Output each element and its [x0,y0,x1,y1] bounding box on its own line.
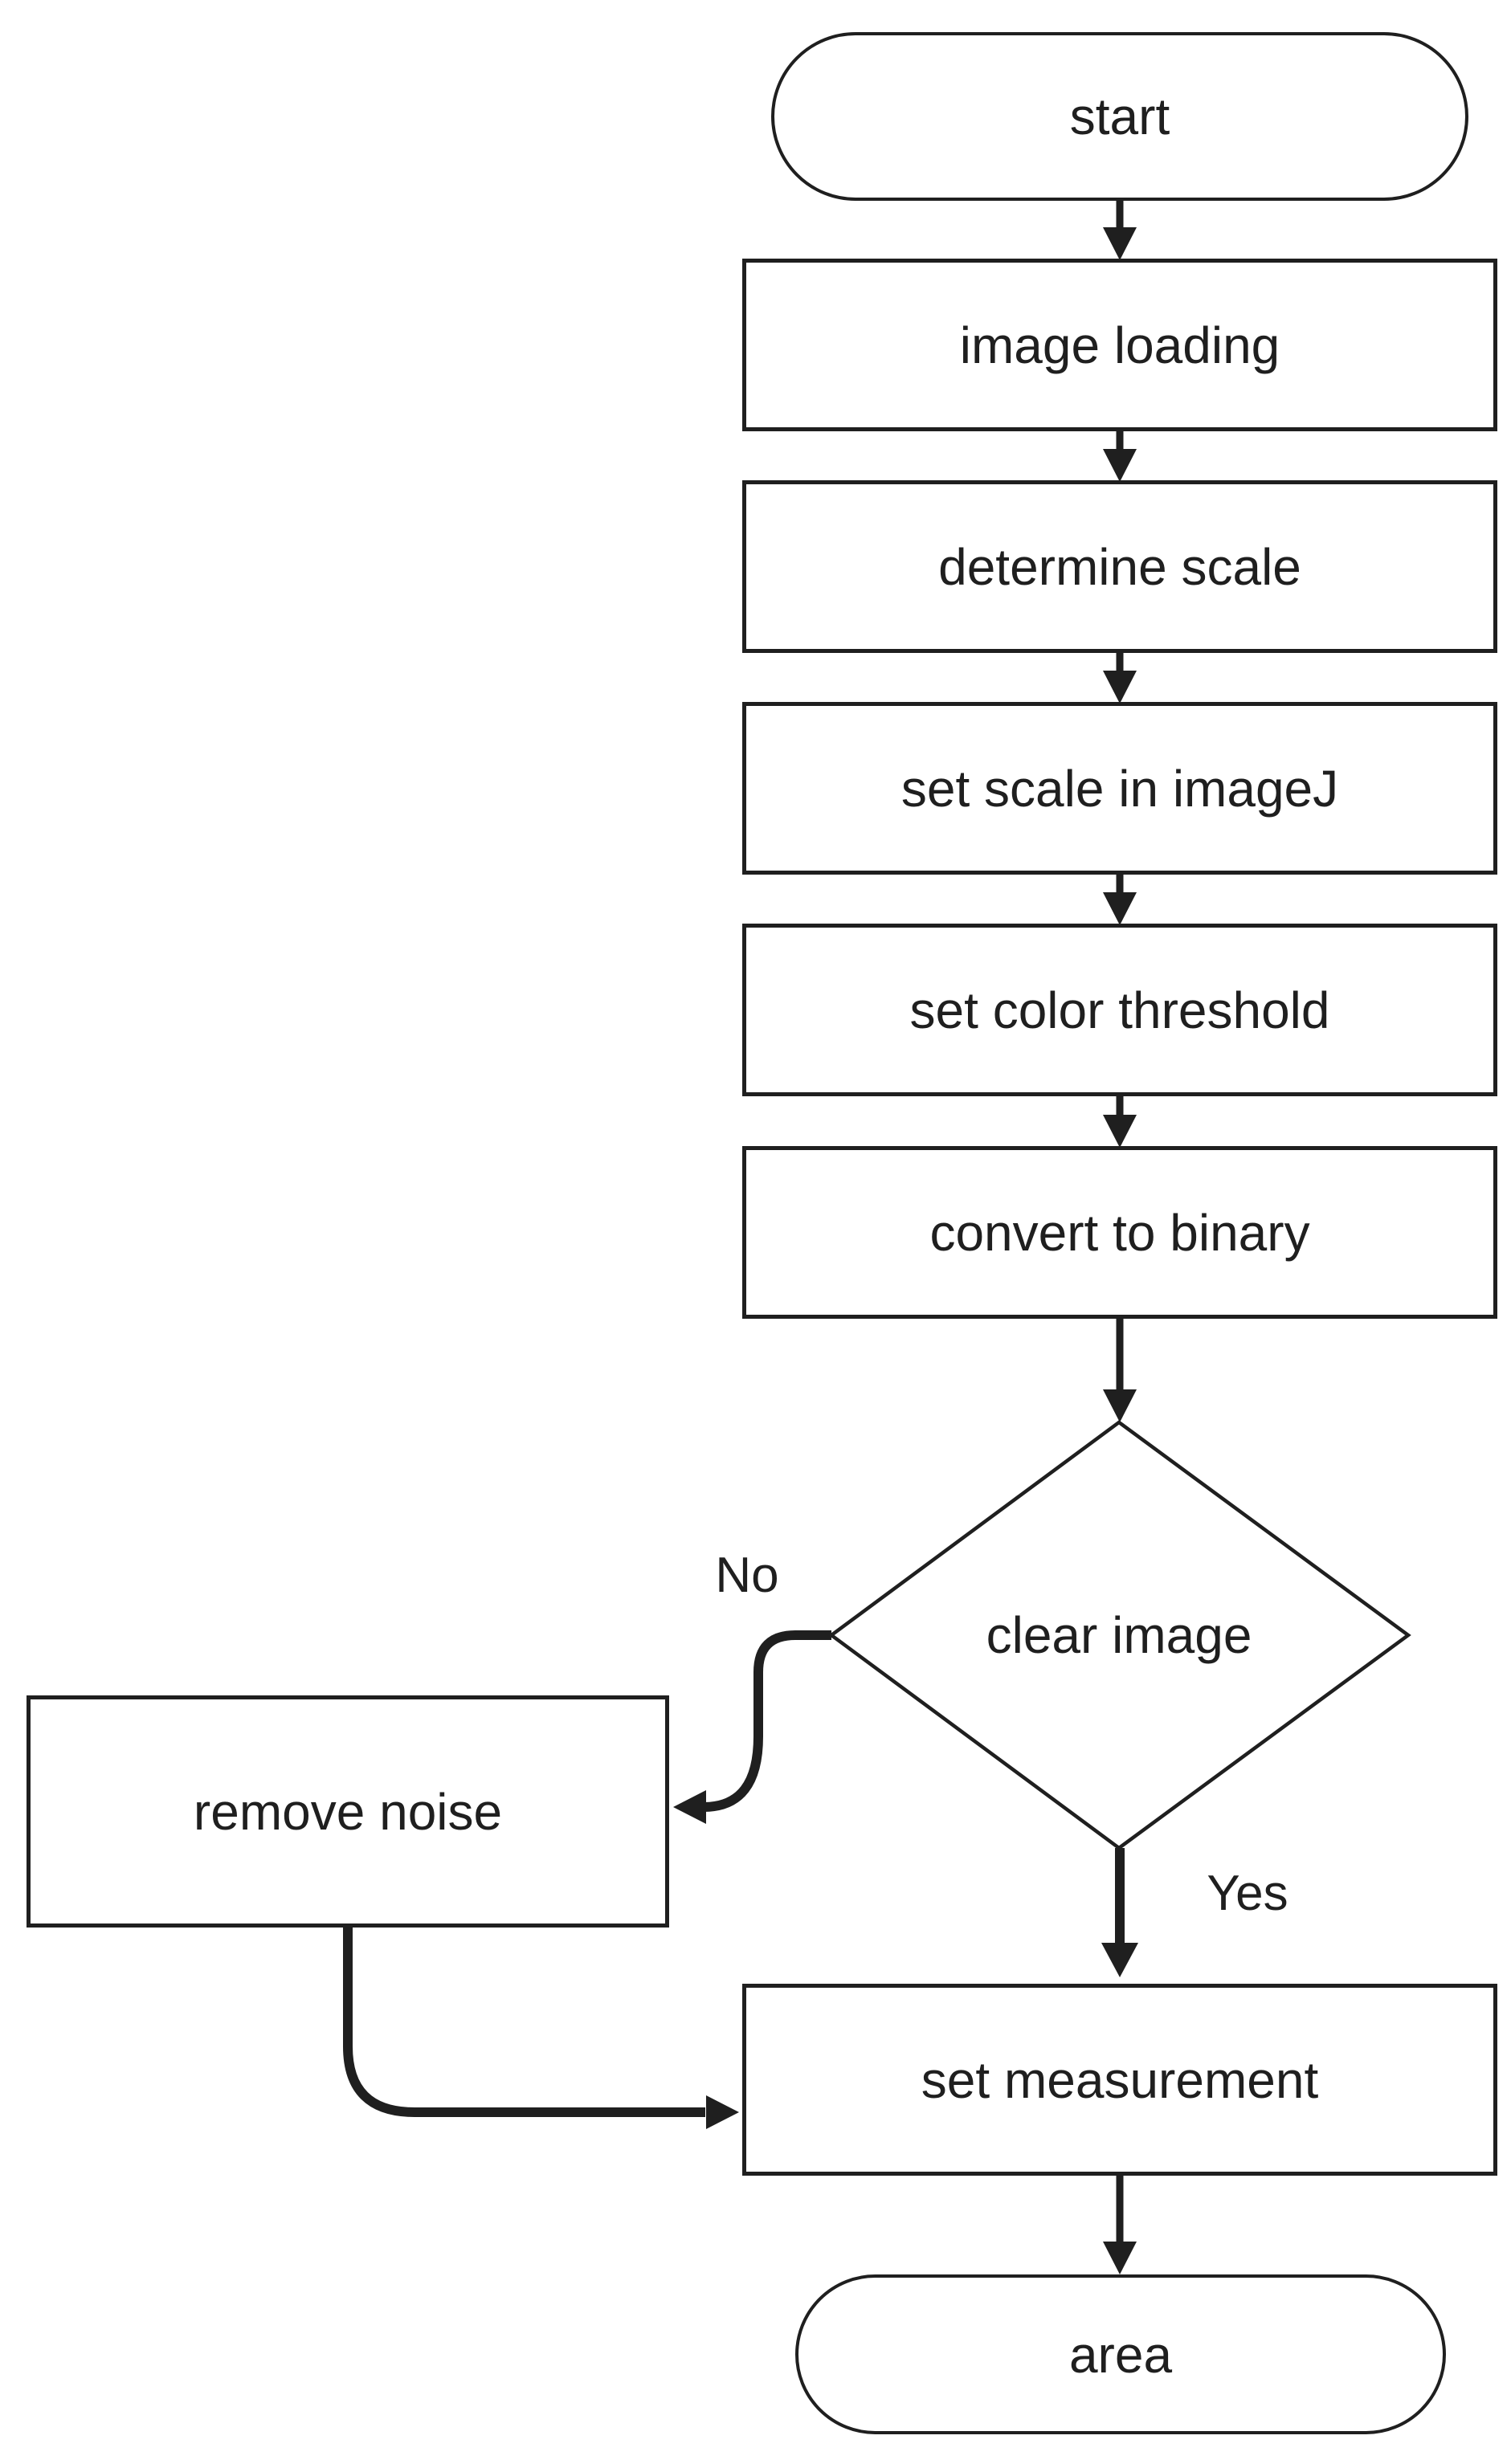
node-set-scale-in-imagej-label: set scale in imageJ [900,759,1339,818]
node-image-loading-label: image loading [959,316,1280,374]
arrowhead-down-icon [1103,1115,1137,1148]
edge-set-color-threshold-convert-to-binary [1103,1096,1137,1148]
node-set-color-threshold: set color threshold [742,924,1497,1096]
node-set-measurement-label: set measurement [921,2050,1319,2109]
node-convert-to-binary: convert to binary [742,1146,1497,1319]
edge-remove-noise-set-measurement [343,1928,739,2129]
node-image-loading: image loading [742,259,1497,431]
arrowhead-down-icon [1103,227,1137,260]
edge-clear-image-set-measurement [1101,1848,1138,1977]
edge-set-scale-set-color-threshold [1103,875,1137,925]
node-determine-scale: determine scale [742,480,1497,653]
edge-label-no-text: No [715,1548,779,1603]
node-remove-noise-label: remove noise [193,1782,503,1841]
node-area: area [795,2274,1446,2434]
edge-clear-image-remove-noise [673,1630,831,1824]
node-convert-to-binary-label: convert to binary [929,1203,1310,1262]
edge-determine-scale-set-scale [1103,653,1137,704]
edge-label-yes-text: Yes [1207,1866,1288,1921]
node-set-scale-in-imagej: set scale in imageJ [742,702,1497,875]
edge-image-loading-determine-scale [1103,431,1137,482]
edge-convert-to-binary-clear-image [1103,1319,1137,1422]
edge-set-measurement-area [1103,2176,1137,2274]
node-area-label: area [1068,2325,1173,2384]
node-start-label: start [1069,88,1170,145]
edge-start-image-loading [1103,201,1137,260]
arrowhead-down-icon [1101,1943,1138,1977]
node-determine-scale-label: determine scale [938,537,1301,596]
arrowhead-down-icon [1103,1389,1137,1422]
edge-label-no: No [679,1544,815,1608]
node-set-color-threshold-label: set color threshold [909,981,1330,1039]
node-clear-image-label: clear image [986,1606,1252,1664]
arrowhead-down-icon [1103,892,1137,925]
node-clear-image: clear image [878,1587,1360,1683]
node-remove-noise: remove noise [27,1695,669,1928]
arrowhead-down-icon [1103,2242,1137,2274]
node-set-measurement: set measurement [742,1984,1497,2176]
edge-label-yes: Yes [1175,1860,1320,1928]
arrowhead-right-icon [706,2095,739,2129]
arrowhead-left-icon [673,1790,706,1824]
arrowhead-down-icon [1103,449,1137,482]
node-start: start [771,32,1468,201]
arrowhead-down-icon [1103,671,1137,704]
